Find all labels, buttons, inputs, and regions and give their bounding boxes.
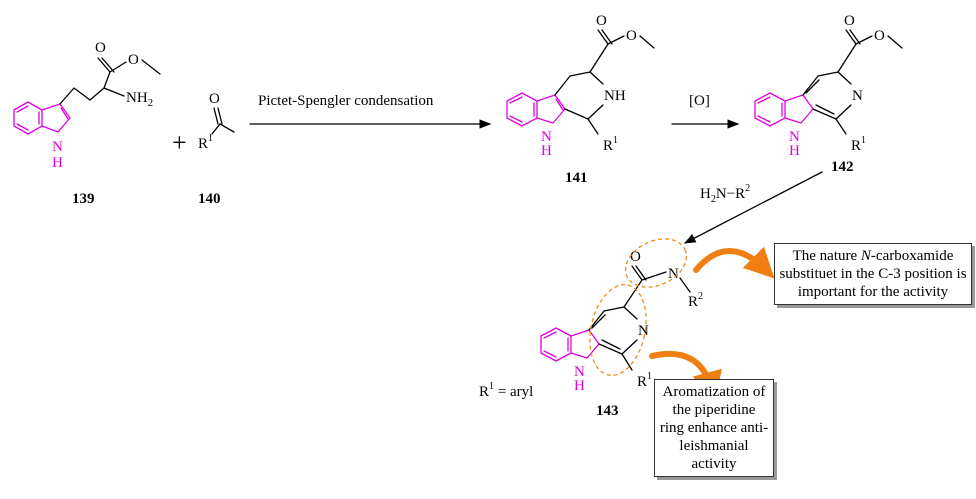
compound-139: N H O O NH2 139 bbox=[13, 40, 161, 207]
indole-n-141: N bbox=[541, 129, 552, 145]
carbonyl-o-143: O bbox=[630, 249, 641, 265]
carbonyl-o-141: O bbox=[596, 13, 607, 29]
compound-140: O R1 140 bbox=[198, 91, 235, 207]
r1-label-143: R1 bbox=[637, 371, 652, 390]
amine-label-139: NH2 bbox=[126, 90, 153, 109]
carbonyl-o-139: O bbox=[95, 40, 106, 56]
indole-h-142: H bbox=[789, 143, 800, 159]
compound-number-140: 140 bbox=[198, 191, 221, 207]
compound-number-142: 142 bbox=[831, 159, 854, 175]
condition-oxidation: [O] bbox=[689, 93, 710, 109]
indole-h-141: H bbox=[541, 143, 552, 159]
pyridine-n-142: N bbox=[852, 88, 863, 104]
ester-o-139: O bbox=[128, 52, 139, 68]
carbonyl-o-142: O bbox=[844, 13, 855, 29]
ester-o-142: O bbox=[874, 28, 885, 44]
compound-number-141: 141 bbox=[565, 170, 588, 186]
aldehyde-o-140: O bbox=[209, 91, 220, 107]
indole-ring-139 bbox=[13, 101, 71, 135]
indole-ring-141 bbox=[506, 92, 566, 127]
condition-amine: H2N−R2 bbox=[700, 183, 750, 205]
compound-141: N H NH O O R1 141 bbox=[506, 13, 655, 186]
condition-pictet-spengler: Pictet-Spengler condensation bbox=[258, 93, 434, 109]
r1-label-142: R1 bbox=[851, 135, 866, 154]
plus-sign: + bbox=[172, 128, 187, 157]
compound-142: N H N O O R1 142 bbox=[754, 13, 903, 175]
note-aromatization: Aromatization of the piperidine ring enh… bbox=[654, 379, 774, 477]
reaction-arrow-3 bbox=[683, 171, 823, 244]
amine-nh-141: NH bbox=[604, 88, 626, 104]
orange-arrow-carboxamide bbox=[693, 246, 775, 279]
indole-n-139: N bbox=[52, 139, 63, 155]
indole-h-139: H bbox=[52, 155, 63, 171]
r1-definition: R1 = aryl bbox=[479, 381, 533, 400]
r1-label-141: R1 bbox=[603, 135, 618, 154]
highlight-pyridine-ring bbox=[589, 284, 647, 376]
indole-n-143: N bbox=[574, 364, 585, 380]
indole-ring-142 bbox=[754, 92, 814, 127]
r2-label-143: R2 bbox=[688, 291, 703, 310]
highlight-carboxamide bbox=[624, 238, 688, 288]
ester-o-141: O bbox=[626, 28, 637, 44]
indole-n-142: N bbox=[789, 129, 800, 145]
compound-number-139: 139 bbox=[72, 191, 95, 207]
amide-n-143: N bbox=[668, 266, 679, 282]
indole-h-143: H bbox=[574, 378, 585, 394]
pyridine-n-143: N bbox=[638, 323, 649, 339]
r1-label-140: R1 bbox=[198, 133, 213, 152]
compound-number-143: 143 bbox=[596, 403, 619, 419]
note-carboxamide: The nature N-carboxamide substituet in t… bbox=[774, 243, 972, 305]
